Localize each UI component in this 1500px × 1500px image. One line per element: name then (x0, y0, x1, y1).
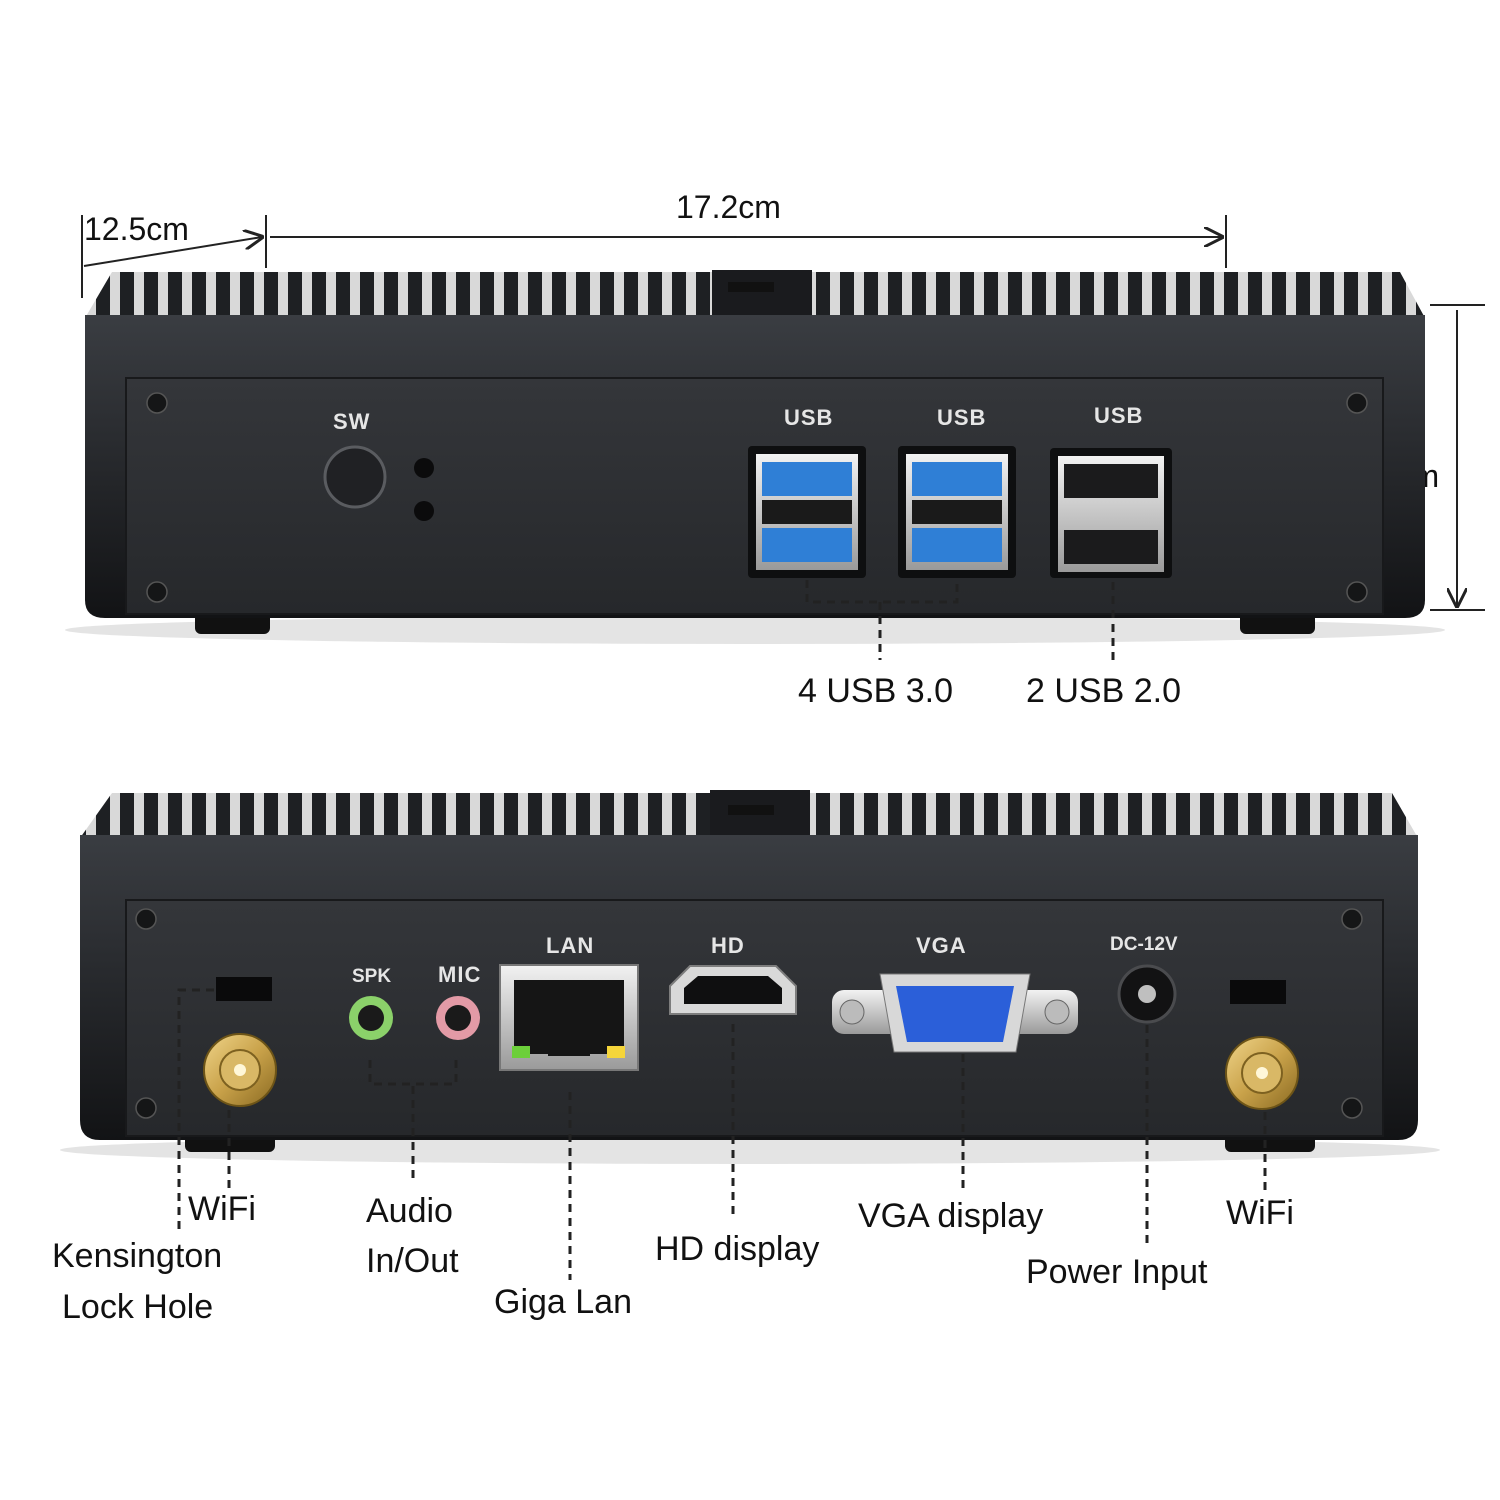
blank-slot-right (1230, 980, 1286, 1004)
lan-port[interactable] (499, 964, 639, 1071)
usb3-callout: 4 USB 3.0 (798, 672, 953, 710)
usb2-port-group[interactable] (1050, 448, 1172, 578)
lan-label: LAN (546, 933, 594, 958)
usb-label-2: USB (937, 405, 986, 430)
speaker-jack[interactable] (349, 996, 393, 1040)
wifi-left-callout: WiFi (188, 1190, 256, 1228)
wifi-antenna-connector-left[interactable] (203, 1033, 277, 1107)
width-dimension-label: 17.2cm (676, 189, 781, 225)
usb3-port-group-2[interactable] (898, 446, 1016, 578)
wifi-right-callout: WiFi (1226, 1194, 1294, 1232)
power-jack[interactable] (1117, 964, 1177, 1024)
vga-display-callout: VGA display (858, 1197, 1043, 1235)
power-button[interactable] (323, 445, 387, 509)
vga-label: VGA (916, 933, 967, 958)
hd-port[interactable] (669, 965, 797, 1015)
usb3-port-group-1[interactable] (748, 446, 866, 578)
mic-label: MIC (438, 962, 481, 987)
usb-label-3: USB (1094, 403, 1143, 428)
mic-jack[interactable] (436, 996, 480, 1040)
front-unit: SW USB USB USB (65, 270, 1445, 710)
led-indicator-bottom (414, 501, 434, 521)
spk-label: SPK (352, 966, 391, 987)
led-indicator-top (414, 458, 434, 478)
audio-callout-line2: In/Out (366, 1242, 459, 1280)
kensington-callout-line1: Kensington (52, 1237, 222, 1275)
power-input-callout: Power Input (1026, 1253, 1208, 1291)
switch-label: SW (333, 409, 370, 434)
giga-lan-callout: Giga Lan (494, 1283, 632, 1321)
wifi-antenna-connector-right[interactable] (1225, 1036, 1299, 1110)
kensington-lock-slot[interactable] (216, 977, 272, 1001)
hd-display-callout: HD display (655, 1230, 819, 1268)
depth-dimension-label: 12.5cm (84, 211, 189, 247)
hd-label: HD (711, 933, 745, 958)
audio-callout-line1: Audio (366, 1192, 453, 1230)
usb2-callout: 2 USB 2.0 (1026, 672, 1181, 710)
rear-unit: SPK MIC LAN HD VGA (52, 790, 1440, 1326)
vga-port[interactable] (832, 973, 1078, 1053)
kensington-callout-line2: Lock Hole (62, 1288, 213, 1326)
usb-label-1: USB (784, 405, 833, 430)
dc-label: DC-12V (1110, 934, 1178, 955)
